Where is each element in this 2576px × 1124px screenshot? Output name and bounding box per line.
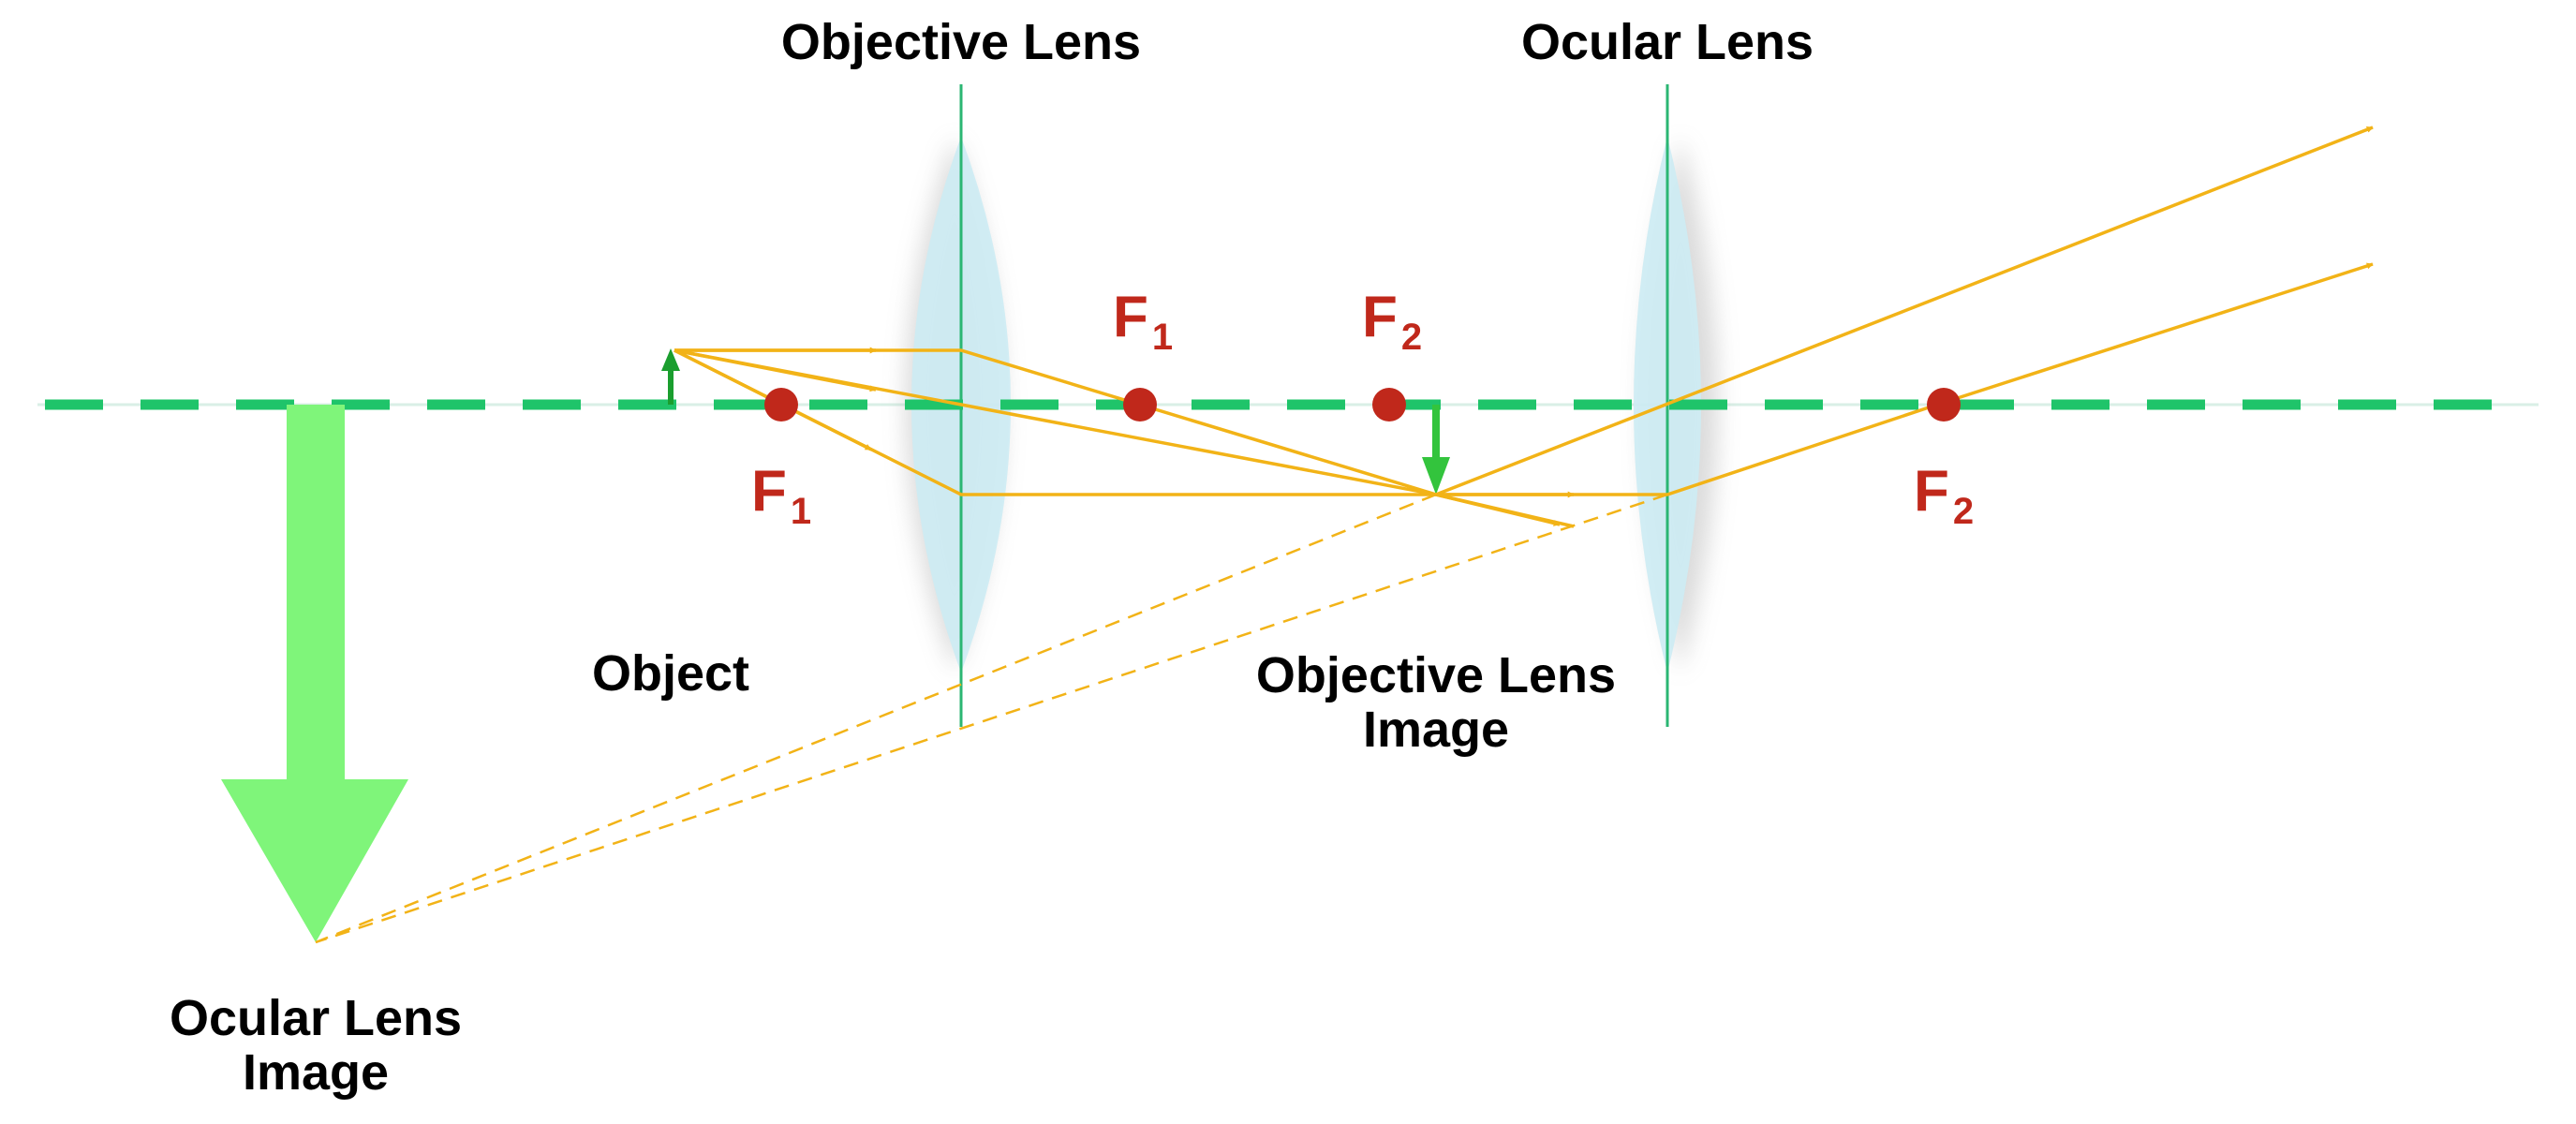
ocular-lens-image-label-line2: Image: [242, 1044, 390, 1101]
virtual-ray-1: [315, 493, 1437, 944]
object-label: Object: [591, 645, 750, 702]
virtual-ray-2: [315, 493, 1668, 944]
object-arrow: [661, 348, 680, 405]
focal-point-f1-left: [764, 388, 798, 422]
objective-lens-image-label-line2: Image: [1362, 702, 1510, 758]
ocular-lens-image-arrow: [221, 405, 408, 942]
ray-exit-lower: [1936, 262, 2374, 407]
ray-exit-upper: [1435, 126, 2374, 496]
objective-lens-image-label: Objective Lens Image: [1256, 648, 1616, 757]
light-rays: [315, 126, 2374, 944]
focal-point-f2-left: [1372, 388, 1406, 422]
objective-lens-image-label-line1: Objective Lens: [1255, 647, 1617, 703]
focal-points: [764, 388, 1961, 422]
objective-lens-title: Objective Lens: [780, 14, 1142, 70]
objective-lens-image-arrow: [1422, 405, 1450, 495]
ocular-lens-image-label-line1: Ocular Lens: [169, 990, 463, 1046]
ocular-lens-title: Ocular Lens: [1520, 14, 1814, 70]
ocular-lens-image-label: Ocular Lens Image: [170, 991, 462, 1100]
focal-point-f1-right: [1123, 388, 1157, 422]
focal-point-f2-right: [1927, 388, 1961, 422]
